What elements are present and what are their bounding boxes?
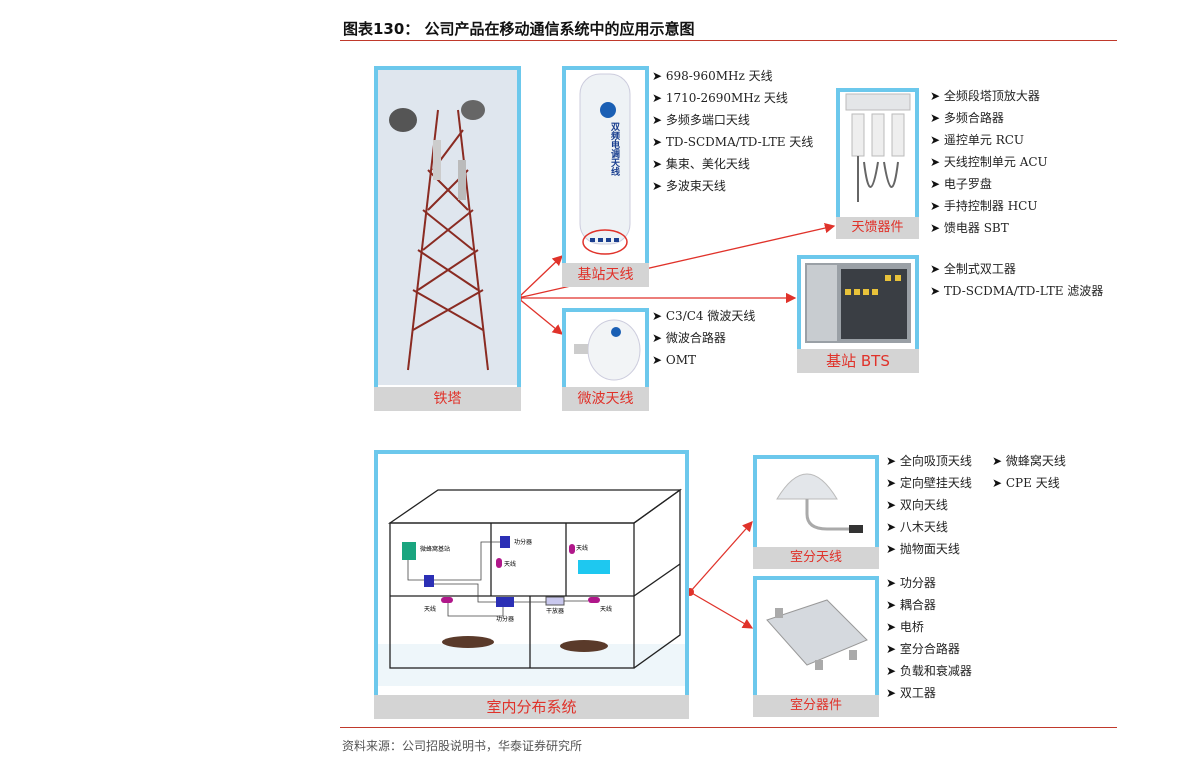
figure-title: 图表130： 公司产品在移动通信系统中的应用示意图 [343, 20, 695, 38]
base-antenna-image [579, 73, 631, 255]
list-item: 室分合路器 [886, 638, 972, 660]
list-item: 电桥 [886, 616, 972, 638]
microwave-caption: 微波天线 [562, 387, 649, 411]
list-item: 遥控单元 RCU [930, 129, 1048, 151]
feeder-list: 全频段塔顶放大器 多频合路器 遥控单元 RCU 天线控制单元 ACU 电子罗盘 … [930, 85, 1048, 239]
list-item: 全频段塔顶放大器 [930, 85, 1048, 107]
indoor-antenna-panel: 室分天线 [753, 455, 879, 569]
list-item: 电子罗盘 [930, 173, 1048, 195]
label-micro-bs: 微蜂窝基站 [420, 545, 450, 553]
microwave-panel: 微波天线 [562, 308, 649, 411]
list-item: CPE 天线 [992, 472, 1066, 494]
indoor-system-panel: 微蜂窝基站 功分器 天线 天线 天线 功分器 干放器 天线 室内分布系统 [374, 450, 689, 719]
list-item: 功分器 [886, 572, 972, 594]
list-item: 微蜂窝天线 [992, 450, 1066, 472]
antenna-brand-label: 双频电调天线 [609, 122, 619, 176]
list-item: 1710-2690MHz 天线 [652, 87, 813, 109]
label-antenna-1: 天线 [504, 560, 516, 568]
source-note: 资料来源：公司招股说明书，华泰证券研究所 [342, 739, 583, 753]
label-splitter-1: 功分器 [514, 538, 532, 546]
ceiling-antenna-image [776, 473, 863, 533]
label-splitter-2: 功分器 [496, 615, 514, 623]
list-item: 天线控制单元 ACU [930, 151, 1048, 173]
indoor-antenna-list-2: 微蜂窝天线 CPE 天线 [992, 450, 1066, 494]
list-item: 馈电器 SBT [930, 217, 1048, 239]
list-item: OMT [652, 349, 755, 371]
bts-caption: 基站 BTS [797, 349, 919, 373]
label-antenna-4: 天线 [600, 605, 612, 613]
list-item: 集束、美化天线 [652, 153, 813, 175]
building-diagram: 微蜂窝基站 功分器 天线 天线 天线 功分器 干放器 天线 [378, 454, 685, 695]
list-item: 双向天线 [886, 494, 972, 516]
label-amplifier: 干放器 [546, 607, 564, 615]
tower-caption: 铁塔 [374, 387, 521, 411]
list-item: 八木天线 [886, 516, 972, 538]
label-antenna-3: 天线 [424, 605, 436, 613]
list-item: 全向吸顶天线 [886, 450, 972, 472]
bts-cabinet-image [805, 263, 911, 343]
feeder-image [845, 93, 911, 202]
top-divider [340, 40, 1117, 41]
list-item: 多波束天线 [652, 175, 813, 197]
list-item: 全制式双工器 [930, 258, 1103, 280]
indoor-parts-list: 功分器 耦合器 电桥 室分合路器 负载和衰减器 双工器 [886, 572, 972, 704]
indoor-system-caption: 室内分布系统 [374, 695, 689, 719]
bts-panel: 基站 BTS [797, 255, 919, 373]
indoor-parts-panel: 室分器件 [753, 576, 879, 717]
list-item: 耦合器 [886, 594, 972, 616]
list-item: 手持控制器 HCU [930, 195, 1048, 217]
list-item: 多频合路器 [930, 107, 1048, 129]
list-item: 双工器 [886, 682, 972, 704]
splitter-image [766, 599, 868, 670]
indoor-antenna-caption: 室分天线 [753, 547, 879, 569]
list-item: 定向壁挂天线 [886, 472, 972, 494]
list-item: 抛物面天线 [886, 538, 972, 560]
list-item: TD-SCDMA/TD-LTE 滤波器 [930, 280, 1103, 302]
list-item: 微波合路器 [652, 327, 755, 349]
microwave-list: C3/C4 微波天线 微波合路器 OMT [652, 305, 756, 371]
list-item: 多频多端口天线 [652, 109, 813, 131]
base-antenna-panel: 双频电调天线 基站天线 [562, 66, 649, 287]
indoor-parts-caption: 室分器件 [753, 695, 879, 717]
list-item: TD-SCDMA/TD-LTE 天线 [652, 131, 813, 153]
feeder-caption: 天馈器件 [836, 217, 919, 239]
microwave-image [574, 319, 641, 381]
base-antenna-caption: 基站天线 [562, 263, 649, 287]
bts-list: 全制式双工器 TD-SCDMA/TD-LTE 滤波器 [930, 258, 1103, 302]
tower-image [378, 70, 517, 385]
indoor-antenna-list: 全向吸顶天线 定向壁挂天线 双向天线 八木天线 抛物面天线 [886, 450, 972, 560]
list-item: 负载和衰减器 [886, 660, 972, 682]
list-item: C3/C4 微波天线 [652, 305, 756, 327]
label-antenna-2: 天线 [576, 544, 588, 552]
base-antenna-list: 698-960MHz 天线 1710-2690MHz 天线 多频多端口天线 TD… [652, 65, 813, 197]
list-item: 698-960MHz 天线 [652, 65, 813, 87]
tower-panel: 铁塔 [374, 66, 521, 411]
feeder-panel: 天馈器件 [836, 88, 919, 239]
bottom-divider [340, 727, 1117, 728]
